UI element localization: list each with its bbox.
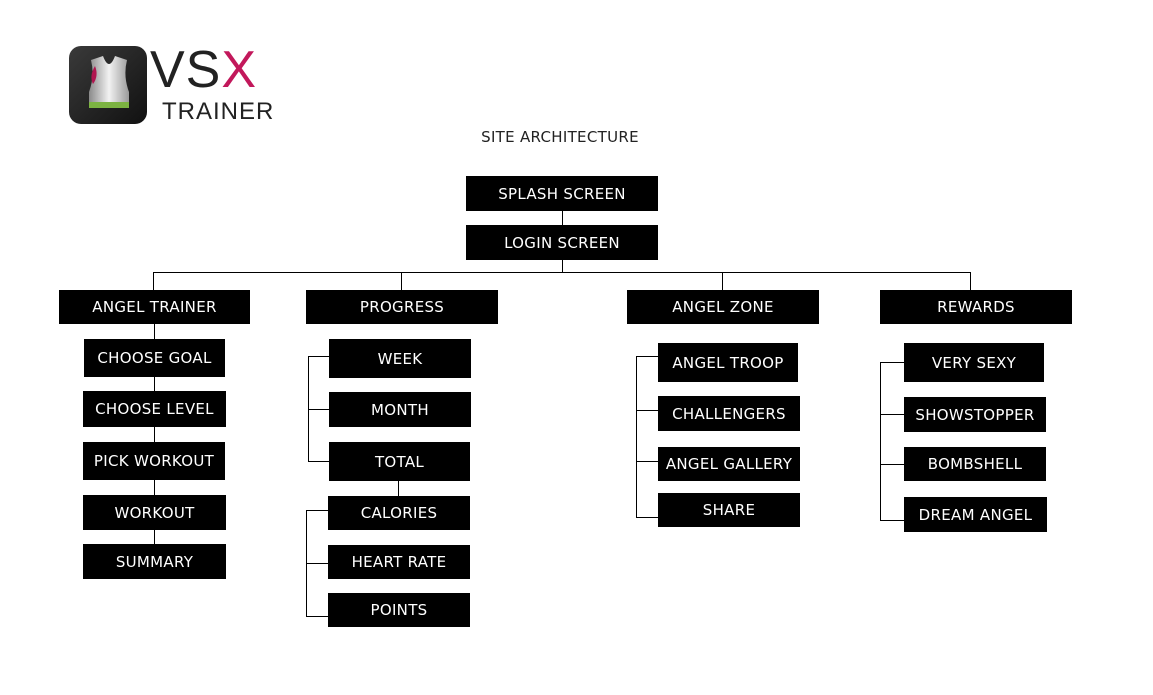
node-total: TOTAL	[329, 442, 470, 481]
node-calories: CALORIES	[328, 496, 470, 530]
connector	[308, 356, 309, 461]
connector	[880, 464, 904, 465]
node-angel-zone: ANGEL ZONE	[627, 290, 819, 324]
connector	[562, 210, 563, 226]
connector	[880, 520, 904, 521]
connector	[562, 259, 563, 272]
brand-wordmark: VSX	[150, 41, 258, 99]
node-choose-goal: CHOOSE GOAL	[84, 339, 225, 377]
node-heart-rate: HEART RATE	[328, 545, 470, 579]
brand-subtitle: TRAINER	[162, 98, 275, 125]
node-pick-workout: PICK WORKOUT	[83, 442, 225, 480]
node-share: SHARE	[658, 493, 800, 527]
connector	[722, 272, 723, 291]
node-workout: WORKOUT	[83, 495, 226, 530]
node-bombshell: BOMBSHELL	[904, 447, 1046, 481]
connector	[401, 272, 402, 291]
node-month: MONTH	[329, 392, 471, 427]
connector	[153, 272, 971, 273]
node-choose-level: CHOOSE LEVEL	[83, 391, 226, 427]
connector	[306, 510, 328, 511]
node-very-sexy: VERY SEXY	[904, 343, 1044, 382]
node-progress: PROGRESS	[306, 290, 498, 324]
connector	[636, 356, 658, 357]
connector	[880, 414, 904, 415]
connector	[308, 461, 329, 462]
node-points: POINTS	[328, 593, 470, 627]
connector	[398, 480, 399, 497]
connector	[636, 410, 658, 411]
connector	[153, 272, 154, 291]
app-logo-icon	[69, 46, 147, 124]
node-showstopper: SHOWSTOPPER	[904, 397, 1046, 432]
connector	[880, 362, 881, 520]
connector	[308, 356, 329, 357]
connector	[970, 272, 971, 291]
node-week: WEEK	[329, 339, 471, 378]
connector	[880, 362, 904, 363]
connector	[636, 356, 637, 517]
connector	[306, 563, 328, 564]
node-challengers: CHALLENGERS	[658, 396, 800, 431]
connector	[308, 409, 329, 410]
node-angel-troop: ANGEL TROOP	[658, 343, 798, 382]
connector	[636, 517, 658, 518]
node-summary: SUMMARY	[83, 544, 226, 579]
connector	[306, 616, 328, 617]
node-rewards: REWARDS	[880, 290, 1072, 324]
node-splash-screen: SPLASH SCREEN	[466, 176, 658, 211]
connector	[636, 461, 658, 462]
diagram-title: SITE ARCHITECTURE	[481, 128, 639, 146]
node-dream-angel: DREAM ANGEL	[904, 497, 1047, 532]
node-login-screen: LOGIN SCREEN	[466, 225, 658, 260]
node-angel-trainer: ANGEL TRAINER	[59, 290, 250, 324]
node-angel-gallery: ANGEL GALLERY	[658, 447, 800, 481]
connector	[154, 323, 155, 545]
